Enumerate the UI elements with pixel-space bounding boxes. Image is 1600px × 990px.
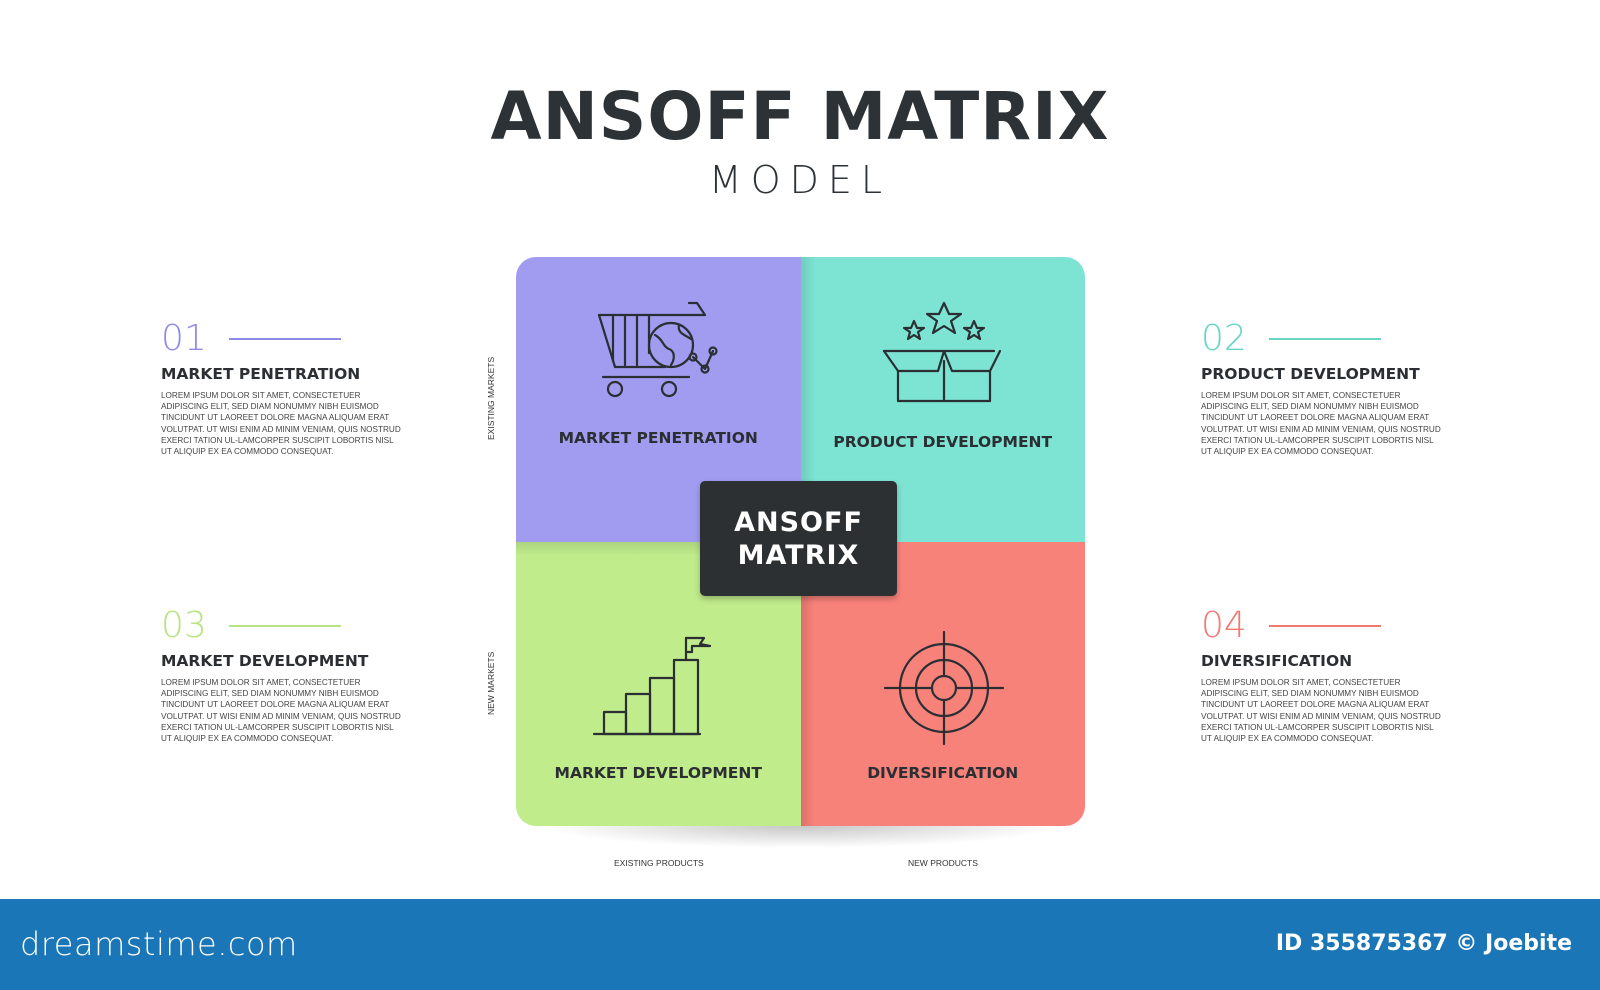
section-number: 04	[1201, 605, 1247, 646]
section-rule	[1269, 624, 1382, 627]
center-line-1: ANSOFF	[734, 507, 863, 538]
fold-shadow	[800, 257, 815, 542]
section-01: 01 MARKET PENETRATION LOREM IPSUM DOLOR …	[161, 318, 411, 457]
axis-label-existing-products: EXISTING PRODUCTS	[614, 858, 704, 868]
section-title: MARKET PENETRATION	[161, 365, 361, 383]
cart-globe-icon	[597, 301, 718, 398]
section-body: LOREM IPSUM DOLOR SIT AMET, CONSECTETUER…	[1201, 391, 1441, 457]
section-title: PRODUCT DEVELOPMENT	[1201, 365, 1420, 383]
quadrant-label: DIVERSIFICATION	[867, 763, 1019, 782]
center-line-2: MATRIX	[737, 540, 860, 571]
quadrant-label: PRODUCT DEVELOPMENT	[833, 433, 1053, 451]
axis-label-new-products: NEW PRODUCTS	[908, 858, 978, 868]
quadrant-market-penetration: MARKET PENETRATION	[516, 257, 801, 542]
section-title: DIVERSIFICATION	[1201, 652, 1353, 670]
section-rule	[229, 624, 342, 627]
section-number: 02	[1201, 318, 1247, 359]
section-number: 03	[161, 605, 207, 646]
section-body: LOREM IPSUM DOLOR SIT AMET, CONSECTETUER…	[1201, 678, 1441, 744]
center-badge: ANSOFF MATRIX	[700, 481, 897, 596]
footer-id: ID 355875367 © Joebite	[1275, 931, 1572, 956]
page-subtitle: MODEL	[708, 158, 892, 202]
section-rule	[1269, 337, 1382, 340]
section-03: 03 MARKET DEVELOPMENT LOREM IPSUM DOLOR …	[161, 605, 411, 744]
target-crosshair-icon	[883, 630, 1004, 745]
section-body: LOREM IPSUM DOLOR SIT AMET, CONSECTETUER…	[161, 391, 401, 457]
box-stars-icon	[882, 301, 1001, 403]
section-04: 04 DIVERSIFICATION LOREM IPSUM DOLOR SIT…	[1201, 605, 1451, 744]
axis-label-new-markets: NEW MARKETS	[486, 651, 496, 715]
footer-brand: dreamstime.com	[20, 925, 298, 963]
axis-label-existing-markets: EXISTING MARKETS	[486, 356, 496, 440]
section-number: 01	[161, 318, 207, 359]
bar-steps-flag-icon	[592, 636, 712, 735]
section-body: LOREM IPSUM DOLOR SIT AMET, CONSECTETUER…	[161, 678, 401, 744]
section-title: MARKET DEVELOPMENT	[161, 652, 369, 670]
quadrant-label: MARKET PENETRATION	[558, 429, 758, 447]
matrix-shadow	[540, 826, 1060, 848]
section-02: 02 PRODUCT DEVELOPMENT LOREM IPSUM DOLOR…	[1201, 318, 1451, 457]
quadrant-diversification: DIVERSIFICATION	[800, 541, 1085, 826]
fold-shadow	[800, 541, 815, 826]
page-title: ANSOFF MATRIX	[490, 78, 1110, 155]
quadrant-label: MARKET DEVELOPMENT	[554, 763, 762, 782]
section-rule	[229, 337, 342, 340]
footer-bar: dreamstime.com ID 355875367 © Joebite	[0, 899, 1600, 990]
